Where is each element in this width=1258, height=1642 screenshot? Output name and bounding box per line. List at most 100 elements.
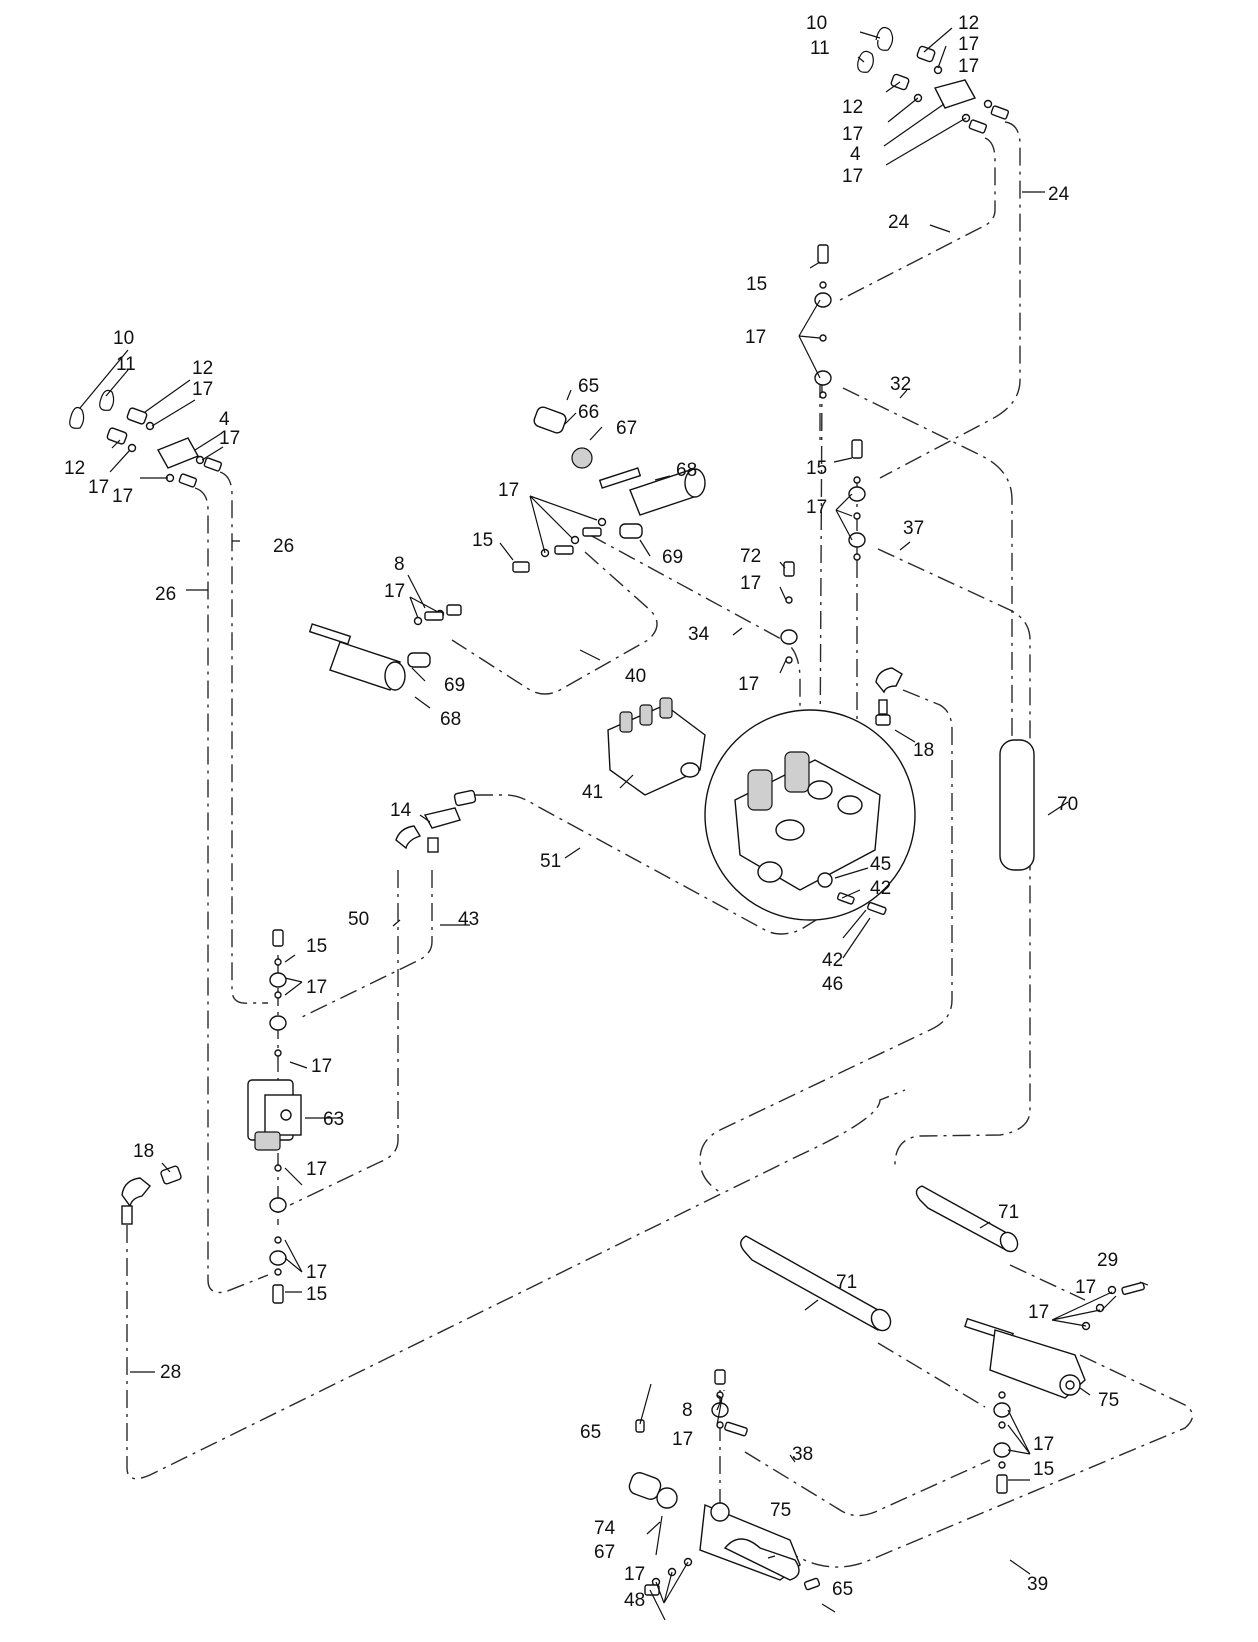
callout-63: 63: [323, 1109, 344, 1130]
parts: [69, 27, 1145, 1596]
callout-24-right: 24: [1048, 184, 1070, 205]
cylinder-75-bottom: [628, 1369, 821, 1596]
callout-17-upper-group: 17: [745, 327, 766, 348]
banjo-15-bottom-right: [993, 1391, 1011, 1494]
callout-11-top: 11: [810, 38, 830, 59]
callout-17-left-c: 17: [88, 477, 109, 498]
control-valve-41: [607, 697, 706, 796]
callout-15-upper: 15: [746, 274, 767, 295]
fittings-17-upper: [512, 517, 607, 573]
callout-17-34: 17: [738, 674, 759, 695]
bracket-4-top: [933, 79, 977, 109]
bracket-4-left: [106, 407, 223, 488]
hoses: [126, 121, 1194, 1568]
callout-17-bottom-left: 17: [624, 1564, 645, 1585]
callout-51: 51: [540, 851, 561, 872]
callout-65-upper: 65: [578, 376, 599, 397]
callout-17-72: 17: [740, 573, 761, 594]
banjo-15-left-lower: [269, 1164, 287, 1304]
fitting-top-right-a: [990, 105, 1010, 120]
callout-66: 66: [578, 402, 599, 423]
callout-28: 28: [160, 1362, 181, 1383]
hose-24-outer: [879, 121, 1021, 479]
callout-45: 45: [870, 854, 891, 875]
callout-17-left-upper: 17: [306, 977, 327, 998]
elbow-18-right: [875, 667, 903, 726]
hose-37: [877, 548, 1031, 1166]
callout-50: 50: [348, 909, 369, 930]
callout-17-middle-group: 17: [806, 497, 827, 518]
callout-4-top: 4: [850, 144, 861, 165]
valve-line-a: [819, 379, 858, 761]
callout-17-top-b: 17: [958, 56, 979, 77]
callout-67-upper: 67: [616, 418, 637, 439]
callout-70: 70: [1057, 794, 1078, 815]
callout-17-left-d: 17: [112, 486, 133, 507]
hose-71-lower: [877, 1342, 986, 1408]
hose-26-inner: [194, 487, 269, 1294]
tee-14: [395, 789, 477, 853]
hose-32: [842, 387, 1013, 760]
hose-sleeve-70: [999, 739, 1035, 871]
hose-50: [289, 870, 399, 1206]
callout-42-bottom: 42: [822, 950, 843, 971]
pin-lines: [277, 955, 721, 1505]
callout-74: 74: [594, 1518, 616, 1539]
bolt-72: [780, 561, 798, 664]
callout-10-top: 10: [806, 13, 827, 34]
callout-48: 48: [624, 1590, 645, 1611]
callout-69-left: 69: [444, 675, 465, 696]
callout-18-left: 18: [133, 1141, 154, 1162]
callout-17-bottom-group: 17: [672, 1429, 693, 1450]
callout-43: 43: [458, 909, 479, 930]
clip-10-left-icon: [69, 407, 85, 429]
callout-17-right-group: 17: [1028, 1302, 1049, 1323]
clip-10-top-icon: [875, 27, 894, 51]
callout-17-left-a: 17: [192, 379, 213, 400]
callout-17-top-a: 17: [958, 34, 979, 55]
solenoid-valve-63: [247, 1079, 302, 1151]
callout-17-top-d: 17: [842, 166, 863, 187]
hose-sleeve-71-lower: [740, 1235, 892, 1332]
callout-71-upper: 71: [998, 1202, 1019, 1223]
hose-39: [709, 1354, 1194, 1568]
callout-68-left: 68: [440, 709, 461, 730]
callout-11-left: 11: [116, 354, 136, 375]
callout-17-left-group: 17: [384, 581, 405, 602]
callout-71-lower: 71: [836, 1272, 857, 1293]
hose-sleeve-71-upper: [915, 1185, 1019, 1253]
callout-41: 41: [582, 782, 603, 803]
clip-11-top-icon: [857, 50, 874, 73]
hose-18-right: [699, 689, 953, 1193]
callout-39: 39: [1027, 1574, 1048, 1595]
valve-detail-circle: [704, 709, 916, 921]
callout-17-bottom-right: 17: [1033, 1434, 1054, 1455]
callout-26-left: 26: [155, 584, 176, 605]
leader-lines: [79, 27, 1149, 1621]
callout-15-left-lower: 15: [306, 1284, 327, 1305]
callout-75-bottom: 75: [770, 1500, 791, 1521]
cylinder-68-upper: [533, 406, 706, 539]
callout-42-top: 42: [870, 878, 891, 899]
callout-24-inner: 24: [888, 212, 910, 233]
callout-18-right: 18: [913, 740, 934, 761]
callout-15-upper-left: 15: [472, 530, 493, 551]
callout-68-upper: 68: [676, 460, 697, 481]
fitting-top-right-b: [968, 119, 988, 134]
cylinder-68-left: [308, 604, 462, 691]
callout-10-left: 10: [113, 328, 134, 349]
hose-43: [299, 870, 433, 1019]
callout-17-top-c: 17: [842, 124, 863, 145]
callout-14: 14: [390, 800, 412, 821]
hose-28: [126, 1089, 906, 1480]
callout-37: 37: [903, 518, 924, 539]
callout-65-bottom-left: 65: [580, 1422, 601, 1443]
callout-40: 40: [625, 666, 646, 687]
callout-17-left-b: 17: [219, 428, 240, 449]
callout-15-bottom-right: 15: [1033, 1459, 1054, 1480]
hose-38: [744, 1451, 991, 1517]
relief-parts-45-42-46: [817, 872, 887, 915]
callout-34: 34: [688, 624, 710, 645]
